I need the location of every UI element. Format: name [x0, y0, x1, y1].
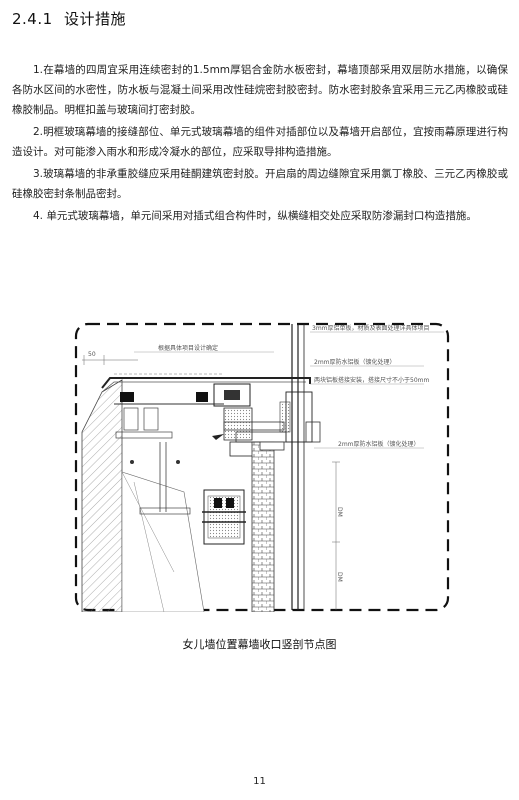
- paragraph-1: 1.在幕墙的四周宜采用连续密封的1.5mm厚铝合金防水板密封，幕墙顶部采用双层防…: [12, 64, 508, 116]
- brick-wall: [251, 441, 275, 612]
- direction-arrow: [212, 434, 224, 440]
- dimension-right: DM DM: [332, 461, 343, 610]
- page-number: 11: [253, 776, 266, 787]
- coping-plate: [101, 377, 311, 389]
- dim-2-label: DM: [336, 572, 343, 582]
- paragraph-4: 4. 单元式玻璃幕墙，单元间采用对插式组合构件时，纵横缝相交处应采取防渗漏封口构…: [33, 210, 477, 222]
- concrete-slab: [121, 471, 205, 612]
- section-number: 2.4.1: [12, 10, 53, 28]
- anchor-plate: [202, 489, 246, 545]
- dim-50-label: 50: [88, 351, 96, 358]
- black-block-mid: [196, 392, 208, 402]
- section-drawing: 50: [74, 322, 450, 612]
- label-design-note: 根据具体项目设计确定: [158, 344, 218, 352]
- label-flashing-2: 2mm厚防水铝板（镀化处理）: [338, 440, 420, 448]
- figure-caption: 女儿墙位置幕墙收口竖剖节点图: [182, 638, 337, 651]
- concrete-parapet: [81, 379, 123, 612]
- black-block-left: [120, 392, 134, 402]
- paragraph-3: 3.玻璃幕墙的非承重胶缝应采用硅酮建筑密封胶。开启扇的周边缝隙宜采用氯丁橡胶、三…: [12, 168, 508, 200]
- label-flashing-1: 2mm厚防水铝板（镀化处理）: [314, 358, 396, 366]
- section-heading: 2.4.1 设计措施: [12, 8, 126, 29]
- label-top-right: 3mm厚铝单板，材质及表面处理详具体项目: [312, 324, 430, 332]
- paragraph-2: 2.明框玻璃幕墙的接缝部位、单元式玻璃幕墙的组件对插部位以及幕墙开启部位，宜按雨…: [12, 126, 508, 158]
- label-flashing-1-note: 两块铝板搭接安装，搭接尺寸不小于50mm: [314, 376, 429, 384]
- dim-1-label: DM: [336, 507, 343, 517]
- body-text: 1.在幕墙的四周宜采用连续密封的1.5mm厚铝合金防水板密封，幕墙顶部采用双层防…: [12, 60, 508, 228]
- dimension-50: 50: [82, 351, 138, 365]
- curtain-wall-mullion: [223, 324, 321, 610]
- section-title: 设计措施: [63, 10, 126, 28]
